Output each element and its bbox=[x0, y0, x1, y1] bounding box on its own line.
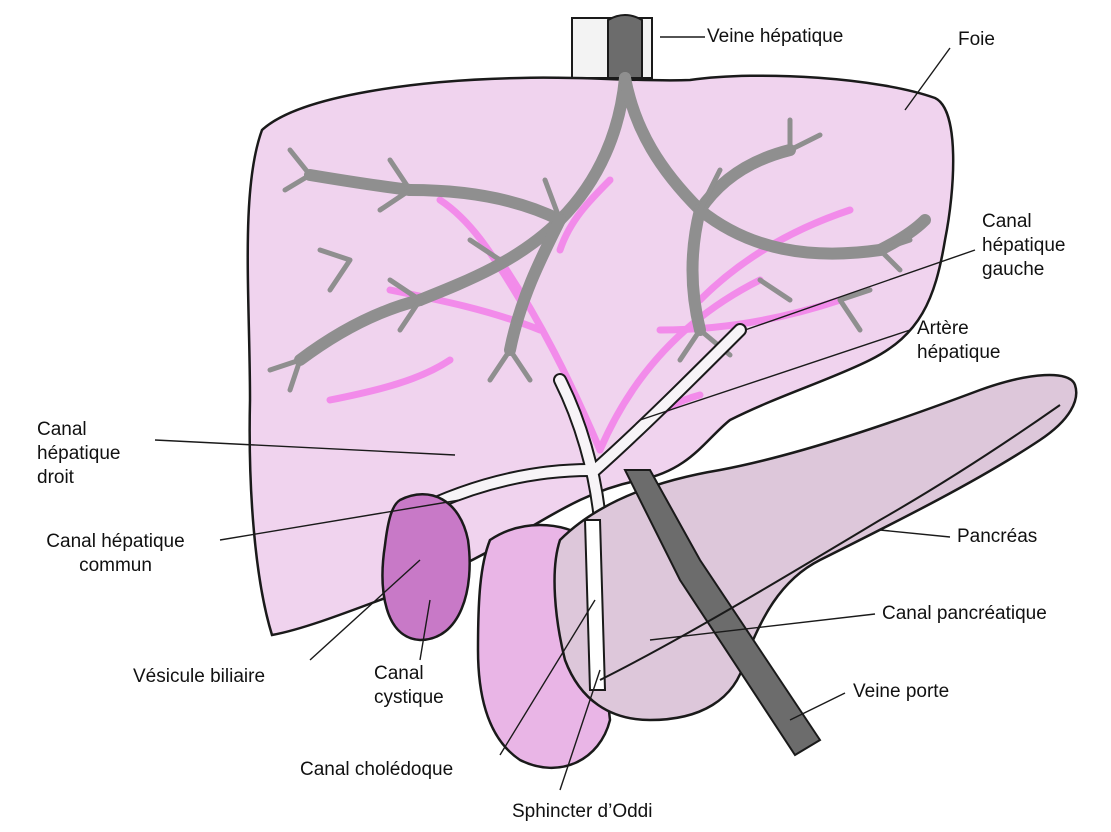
hepatic-vein-trunk bbox=[572, 15, 652, 78]
label-pancreas: Pancréas bbox=[957, 525, 1037, 549]
label-veine-porte: Veine porte bbox=[853, 680, 949, 704]
label-canal-hepatique-commun: Canal hépatique commun bbox=[13, 530, 218, 578]
label-canal-hepatique-droit: Canal hépatique droit bbox=[37, 418, 120, 490]
label-vesicule-biliaire: Vésicule biliaire bbox=[133, 665, 265, 689]
label-canal-choledoque: Canal cholédoque bbox=[300, 758, 453, 782]
label-canal-pancreatique: Canal pancréatique bbox=[882, 602, 1047, 626]
label-veine-hepatique: Veine hépatique bbox=[707, 25, 843, 49]
label-canal-cystique: Canal cystique bbox=[374, 662, 444, 710]
label-sphincter-oddi: Sphincter d’Oddi bbox=[512, 800, 652, 824]
label-artere-hepatique: Artère hépatique bbox=[917, 317, 1000, 365]
label-canal-hepatique-gauche: Canal hépatique gauche bbox=[982, 210, 1065, 282]
label-foie: Foie bbox=[958, 28, 995, 52]
gallbladder-shape bbox=[383, 494, 470, 640]
